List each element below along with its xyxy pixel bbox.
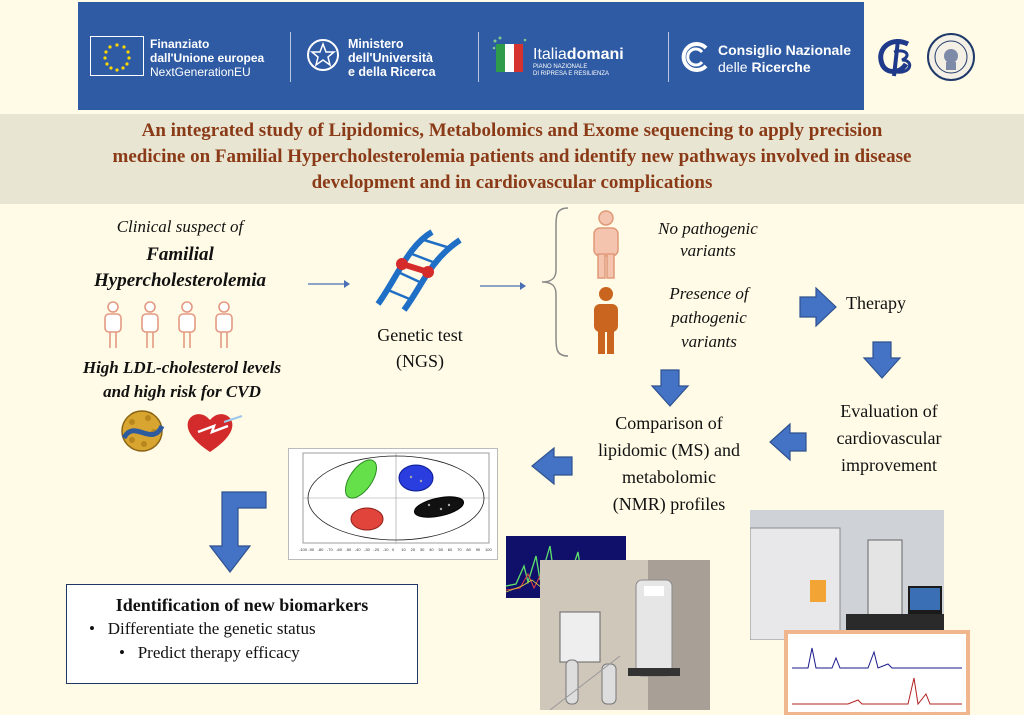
italian-emblem-icon [306,38,340,72]
pca-x-tick: 90 [476,547,481,552]
pca-x-tick: -100 [299,547,308,552]
italiadomani-logo-icon [492,36,528,76]
outcome-brace [541,207,569,357]
pca-x-tick: 20 [411,547,416,552]
separator [290,32,291,82]
separator [478,32,479,82]
mur-logo-text: Ministero dell'Università e della Ricerc… [348,37,436,79]
comparison-label: Comparison of lipidomic (MS) and metabol… [598,413,740,514]
pca-x-tick: 30 [420,547,425,552]
pathogenic-label: Presence of pathogenic variants [669,284,749,351]
clinical-suspect-label: Clinical suspect of [116,217,244,236]
funding-banner: Finanziato dall'Unione europea NextGener… [78,2,864,110]
pca-x-tick: 0 [392,547,395,552]
separator [668,32,669,82]
arrow-to-therapy [799,286,837,328]
list-item: • Predict therapy efficacy [119,643,300,662]
pca-x-tick: 10 [401,547,406,552]
italiadomani-logo-text: Italiadomani PIANO NAZIONALE DI RIPRESA … [533,46,624,77]
page-title: An integrated study of Lipidomics, Metab… [112,120,912,193]
evaluation-label: Evaluation of cardiovascular improvement [836,401,942,475]
therapy-label: Therapy [846,293,906,313]
arrow-to-evaluation [862,341,902,379]
ldl-label: High LDL-cholesterol levels and high ris… [82,358,282,401]
pca-x-tick: -30 [364,547,371,552]
pca-x-tick: -50 [346,547,353,552]
ibb-logo-icon [872,34,920,80]
pca-x-tick: 80 [466,547,471,552]
cnr-logo-text: Consiglio Nazionale delle Ricerche [718,42,852,75]
ms-chromatogram-image [784,630,970,715]
no-pathogenic-label: No pathogenic variants [658,219,758,260]
arrow-to-biomarkers [208,491,267,573]
patients-icon [104,301,233,348]
person-variant-icon [594,287,618,354]
title-band [0,114,1024,204]
genetic-test-label: Genetic test (NGS) [377,325,463,371]
arrow-to-comparison [650,369,690,407]
biomarkers-title: Identification of new biomarkers [115,595,369,615]
pca-x-tick: -60 [336,547,343,552]
heart-icon [187,414,243,452]
biomarkers-box: Identification of new biomarkers • Diffe… [66,584,418,684]
lipoprotein-icon [121,410,165,452]
university-seal-icon [926,32,976,82]
arrow-to-pca [531,446,573,486]
arrow-to-outcomes [480,282,526,290]
pca-x-tick: -10 [383,547,390,552]
arrow-to-genetic-test [308,280,350,288]
pca-x-tick: -20 [373,547,380,552]
eu-flag-icon [90,36,144,76]
list-item: • Differentiate the genetic status [89,619,316,638]
arrow-from-evaluation [769,422,807,462]
pca-x-tick: 50 [439,547,444,552]
dna-icon [375,229,462,312]
pca-x-tick: -40 [355,547,362,552]
pca-x-tick: 40 [429,547,434,552]
pca-x-tick: -80 [318,547,325,552]
pca-x-tick: 60 [448,547,453,552]
person-no-variant-icon [593,210,619,279]
pca-x-tick: -70 [327,547,334,552]
eu-logo-text: Finanziato dall'Unione europea NextGener… [150,37,265,79]
mass-spectrometer-photo [749,510,944,641]
cnr-logo-icon [678,40,712,74]
fh-label: Familial Hypercholesterolemia [93,244,267,291]
pca-x-tick: 70 [457,547,462,552]
pca-x-tick: 100 [485,547,492,552]
biomarkers-list: • Differentiate the genetic status • Pre… [67,617,417,665]
pca-x-tick: -90 [308,547,315,552]
nmr-spectrometer-photo [540,560,710,711]
